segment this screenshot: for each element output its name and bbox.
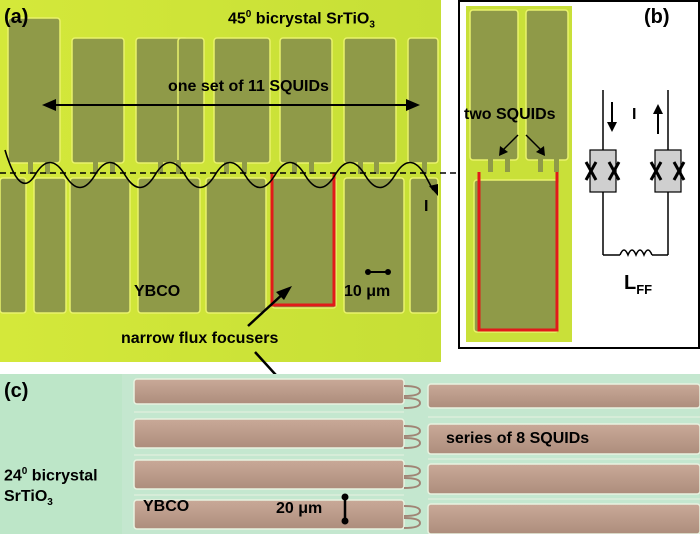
squid-schematic <box>602 90 669 258</box>
panel-a-material-label: YBCO <box>134 283 181 300</box>
panel-c-scale-label: 20 μm <box>276 500 323 517</box>
panel-b-current-label: I <box>632 106 637 123</box>
panel-a-substrate-degree: 0 <box>245 9 252 20</box>
panel-c-junction-loops <box>403 385 422 529</box>
panel-a-current-label: I <box>424 198 429 215</box>
current-arrow-down <box>607 122 617 132</box>
panel-a-substrate-label: 450 bicrystal SrTiO3 <box>228 9 375 31</box>
panel-c-substrate-line2: SrTiO3 <box>4 488 53 508</box>
junction-box-right <box>654 149 682 193</box>
junction-crosses <box>584 161 686 181</box>
panel-a-substrate-angle: 45 <box>228 10 246 28</box>
panel-c-substrate-text: bicrystal <box>27 467 98 485</box>
panel-c-substrate-line1: 240 bicrystal <box>4 466 98 485</box>
panel-c-material-label: YBCO <box>143 498 190 515</box>
junction-box-left <box>589 149 617 193</box>
panel-c-substrate-angle: 24 <box>4 467 22 485</box>
panel-c-substrate-formula: SrTiO <box>4 488 48 505</box>
flux-focuser-label: narrow flux focusers <box>121 330 279 347</box>
panel-b-box <box>458 0 700 349</box>
inductance-symbol: L <box>624 272 637 294</box>
panel-a-substrate-subscript: 3 <box>369 19 375 31</box>
panel-c-substrate-subscript: 3 <box>47 497 53 509</box>
panel-c-micrograph <box>0 374 700 534</box>
series-of-squids-label: series of 8 SQUIDs <box>446 430 590 447</box>
panel-a-flux-focuser-outline <box>270 173 336 307</box>
inductance-label: LFF <box>624 272 652 297</box>
set-of-squids-label: one set of 11 SQUIDs <box>168 78 329 95</box>
panel-a-scale-label: 10 μm <box>344 283 391 300</box>
panel-a-label: (a) <box>4 6 29 28</box>
panel-b-label: (b) <box>644 6 670 28</box>
two-squids-label: two SQUIDs <box>464 106 556 123</box>
focuser-pointer-arrow-up <box>247 291 286 327</box>
inductance-subscript: FF <box>636 282 653 297</box>
current-arrow-up <box>653 104 663 114</box>
panel-c-label: (c) <box>4 380 29 402</box>
panel-a-substrate-text: bicrystal SrTiO <box>251 10 370 28</box>
current-sine-wave <box>4 149 434 191</box>
current-arrowhead <box>429 184 438 196</box>
panel-b-flux-focuser-outline <box>477 172 559 332</box>
panel-a-micrograph <box>0 0 700 393</box>
panel-c-substrate-degree: 0 <box>21 466 28 477</box>
